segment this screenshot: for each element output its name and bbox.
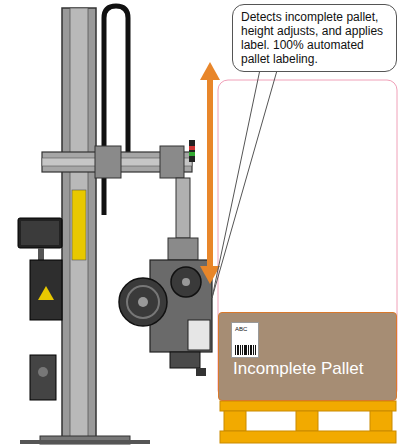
label-applicator: [119, 260, 212, 376]
illustration-part: [240, 345, 241, 355]
illustration-part: [18, 218, 62, 248]
illustration-part: [220, 431, 396, 443]
illustration-part: [168, 238, 198, 260]
illustration-part: [170, 352, 200, 368]
illustration-part: [171, 267, 201, 297]
illustration-part: [242, 345, 243, 355]
illustration-part: [38, 248, 44, 260]
callout-bubble: Detects incomplete pallet, height adjust…: [232, 4, 397, 72]
pallet-load: Incomplete Pallet ABC: [218, 312, 397, 401]
illustration-part: [176, 178, 190, 238]
callout-pointer: [212, 60, 280, 298]
illustration-part: [296, 411, 318, 431]
illustration-part: [182, 278, 190, 286]
illustration-part: [138, 297, 148, 307]
illustration-part: [38, 286, 54, 300]
illustration-part: [370, 411, 392, 431]
illustration-part: [253, 345, 254, 355]
illustration-part: [21, 221, 59, 245]
barcode: [235, 345, 257, 355]
illustration-part: [30, 355, 56, 400]
illustration-part: [244, 345, 247, 355]
illustration-part: [212, 60, 280, 298]
control-panel: [18, 218, 62, 400]
pallet-label: ABC: [231, 322, 259, 358]
illustration-part: [72, 190, 86, 260]
illustration-part: [189, 140, 195, 162]
callout-text: Detects incomplete pallet, height adjust…: [241, 10, 388, 66]
column: [20, 8, 150, 444]
illustration-part: [119, 278, 167, 326]
pallet-text: Incomplete Pallet: [233, 359, 363, 379]
illustration-part: [207, 78, 213, 268]
arm: [42, 146, 192, 178]
illustration-part: [235, 345, 236, 355]
head-post: [168, 140, 198, 260]
illustration-part: [224, 411, 246, 431]
illustration-part: [237, 345, 239, 355]
illustration-part: [95, 146, 121, 178]
label-text: ABC: [235, 326, 247, 333]
pallet-base: [220, 401, 396, 443]
illustration-part: [248, 345, 249, 355]
illustration-part: [200, 62, 220, 80]
illustration-part: [30, 260, 62, 320]
illustration-part: [62, 8, 96, 440]
illustration-part: [212, 60, 262, 298]
illustration-part: [70, 8, 88, 440]
illustration-part: [196, 368, 206, 376]
illustration-part: [189, 146, 195, 150]
illustration-part: [38, 367, 48, 377]
illustration-part: [250, 345, 252, 355]
illustration-part: [188, 320, 210, 350]
illustration-part: [220, 401, 396, 411]
illustration-part: [160, 146, 184, 178]
full-pallet-outline: [218, 80, 397, 400]
height-adjust-arrow: [200, 62, 220, 284]
illustration-part: [127, 286, 159, 318]
illustration-part: [189, 152, 195, 156]
cable-loop: [104, 6, 128, 215]
illustration-part: [255, 345, 256, 355]
illustration-part: [20, 440, 150, 444]
